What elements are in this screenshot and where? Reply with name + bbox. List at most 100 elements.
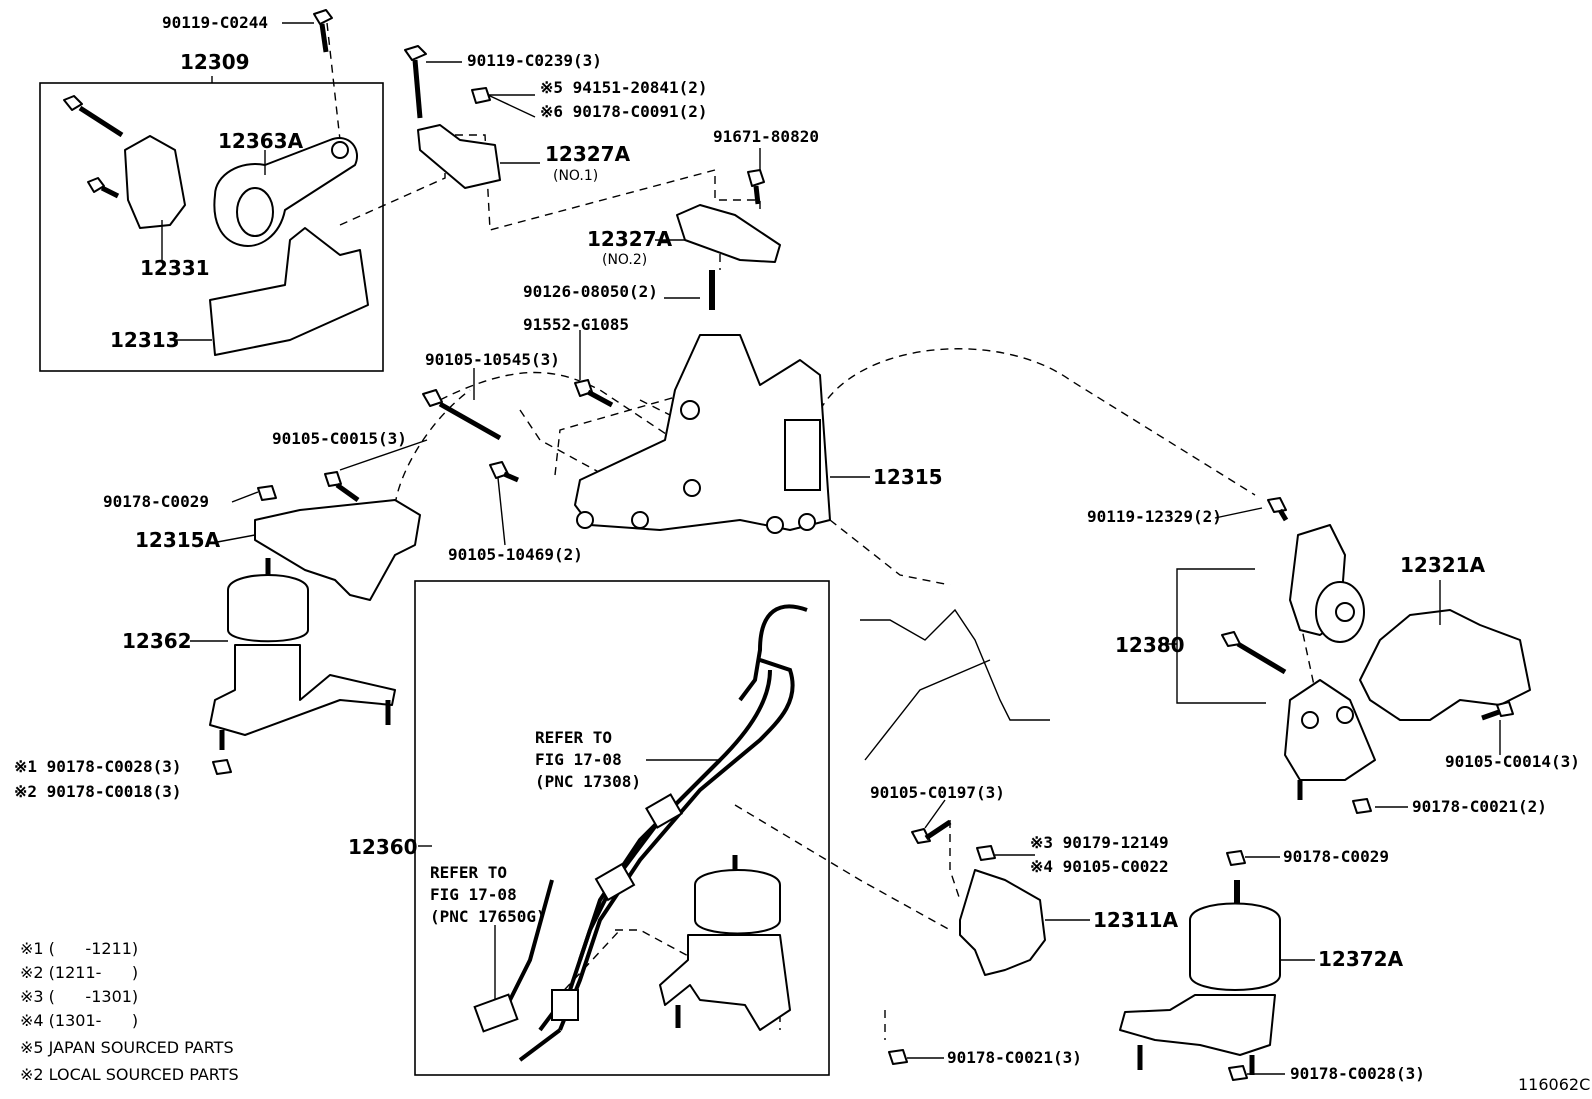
label-91552-G1085: 91552-G1085 <box>523 315 629 334</box>
bracket-12327A-no1 <box>417 124 501 189</box>
label-90105-C0014: 90105-C0014(3) <box>1445 752 1580 771</box>
footnote-6: ※2 LOCAL SOURCED PARTS <box>20 1065 239 1084</box>
label-90178-C0028-3: 90178-C0028(3) <box>1290 1064 1425 1083</box>
label-12327A-no1: 12327A <box>545 142 631 166</box>
label-90178-C0091: ※6 90178-C0091(2) <box>540 102 708 121</box>
dash-guide <box>554 929 621 1001</box>
nut-icon <box>1352 798 1372 814</box>
label-90105-C0015: 90105-C0015(3) <box>272 429 407 448</box>
label-12309: 12309 <box>180 50 250 74</box>
dash-guide <box>829 519 951 586</box>
bracket-12311A <box>959 869 1046 976</box>
dash-guide <box>819 348 1256 496</box>
bolt-icon <box>489 461 519 483</box>
label-90105-10545: 90105-10545(3) <box>425 350 560 369</box>
bolt-icon <box>313 9 333 53</box>
label-12311A: 12311A <box>1093 908 1179 932</box>
ref2-line2: FIG 17-08 <box>430 885 517 904</box>
label-90105-C0197: 90105-C0197(3) <box>870 783 1005 802</box>
nut-icon <box>471 87 491 104</box>
ref2-line1: REFER TO <box>430 863 507 882</box>
mount-12372A <box>1119 880 1281 1075</box>
group-box-12360 <box>414 580 830 1076</box>
label-90178-C0021-2: 90178-C0021(2) <box>1412 797 1547 816</box>
bolt-icon <box>324 471 360 503</box>
transmission-outline <box>860 608 1050 721</box>
label-12315: 12315 <box>873 465 943 489</box>
bracket-12380 <box>1176 568 1266 704</box>
label-12363A: 12363A <box>218 129 304 153</box>
leader-lines <box>161 22 1501 1075</box>
label-90119-12329: 90119-12329(2) <box>1087 507 1222 526</box>
label-12315A: 12315A <box>135 528 221 552</box>
ref1-line3: (PNC 17308) <box>535 772 641 791</box>
figure-code: 116062C <box>1518 1075 1590 1094</box>
mount-12363A <box>213 137 358 247</box>
ref1-line1: REFER TO <box>535 728 612 747</box>
label-12360: 12360 <box>348 835 418 859</box>
dash-guide <box>949 820 961 901</box>
label-90105-C0022-n4: ※4 90105-C0022 <box>1030 857 1169 876</box>
bolt-icon <box>911 819 952 844</box>
label-90178-C0029-left: 90178-C0029 <box>103 492 209 511</box>
label-91671-80820: 91671-80820 <box>713 127 819 146</box>
label-12327A-no1-sub: (NO.1) <box>553 168 598 184</box>
dash-guide <box>326 22 341 141</box>
bolt-icon <box>1481 701 1514 721</box>
label-12372A: 12372A <box>1318 947 1404 971</box>
bolt-icon <box>1221 631 1287 675</box>
label-90126-08050: 90126-08050(2) <box>523 282 658 301</box>
label-90178-C0021-3: 90178-C0021(3) <box>947 1048 1082 1067</box>
footnote-5: ※5 JAPAN SOURCED PARTS <box>20 1038 234 1057</box>
nut-icon <box>1228 1065 1248 1081</box>
bracket-12313 <box>209 227 369 356</box>
label-90119-C0239: 90119-C0239(3) <box>467 51 602 70</box>
label-12327A-no2: 12327A <box>587 227 673 251</box>
dash-guide <box>615 929 706 966</box>
mount-12362 <box>209 558 396 750</box>
nut-icon <box>212 759 232 775</box>
footnote-4: ※4 (1301- ) <box>20 1011 138 1030</box>
label-12331: 12331 <box>140 256 210 280</box>
footnote-2: ※2 (1211- ) <box>20 963 138 982</box>
label-90119-C0244: 90119-C0244 <box>162 13 268 32</box>
bolt-icon <box>404 45 427 119</box>
bracket-12380 <box>1284 524 1376 800</box>
footnote-1: ※1 ( -1211) <box>20 939 138 958</box>
bracket-12327A-no2 <box>676 204 781 263</box>
bracket-12315A <box>254 499 421 601</box>
label-12327A-no2-sub: (NO.2) <box>602 252 647 268</box>
bolt-icon <box>422 389 502 441</box>
nut-icon <box>976 845 996 861</box>
footnote-3: ※3 ( -1301) <box>20 987 138 1006</box>
ref1-line2: FIG 17-08 <box>535 750 622 769</box>
label-94151-20841: ※5 94151-20841(2) <box>540 78 708 97</box>
label-12380: 12380 <box>1115 633 1185 657</box>
label-90178-C0028-n1: ※1 90178-C0028(3) <box>14 757 182 776</box>
hose-assembly-12360 <box>473 604 808 1062</box>
label-90105-10469: 90105-10469(2) <box>448 545 583 564</box>
bolt-icon <box>87 177 120 199</box>
dash-guide <box>734 804 951 931</box>
label-12321A: 12321A <box>1400 553 1486 577</box>
bracket-12315 <box>574 334 831 534</box>
nut-icon <box>257 485 277 501</box>
dash-guide <box>1299 619 1316 691</box>
label-90178-C0018-n2: ※2 90178-C0018(3) <box>14 782 182 801</box>
nut-icon <box>888 1049 908 1065</box>
transmission-outline <box>864 659 991 761</box>
bracket-12331 <box>124 135 186 229</box>
bolt-icon <box>574 379 614 408</box>
bolt-icon <box>63 95 124 138</box>
bolt-icon <box>1267 497 1289 522</box>
ref2-line3: (PNC 17650G) <box>430 907 546 926</box>
label-90178-C0029-right: 90178-C0029 <box>1283 847 1389 866</box>
nut-icon <box>1226 850 1246 866</box>
label-12313: 12313 <box>110 328 180 352</box>
label-12362: 12362 <box>122 629 192 653</box>
bolt-icon <box>747 169 765 205</box>
group-box-12309 <box>39 82 384 372</box>
label-90179-12149-n3: ※3 90179-12149 <box>1030 833 1169 852</box>
mount-inside-12360 <box>659 855 791 1031</box>
